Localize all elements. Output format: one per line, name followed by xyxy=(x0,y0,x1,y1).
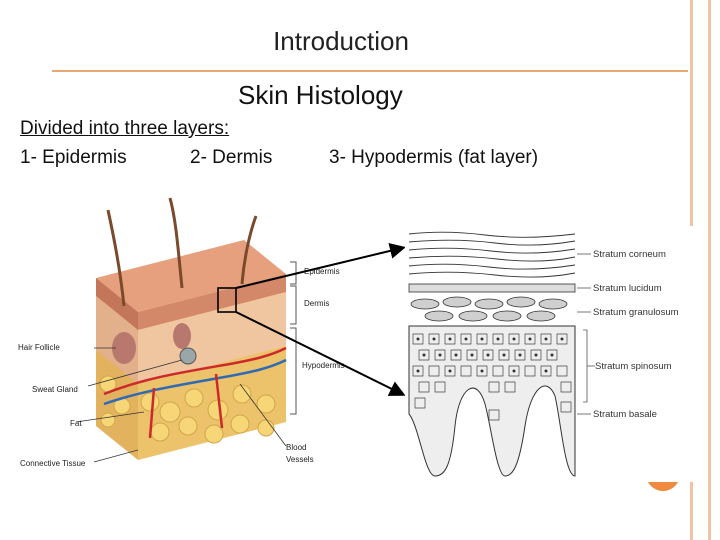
layer-hypodermis: 3- Hypodermis (fat layer) xyxy=(329,147,539,168)
label-vessels: Vessels xyxy=(286,455,314,464)
label-stratum-granulosum: Stratum granulosum xyxy=(593,307,679,318)
label-stratum-corneum: Stratum corneum xyxy=(593,249,666,260)
label-stratum-spinosum: Stratum spinosum xyxy=(595,361,672,372)
label-stratum-lucidum: Stratum lucidum xyxy=(593,283,662,294)
layer-dermis: 2- Dermis xyxy=(190,147,273,168)
label-sweat-gland: Sweat Gland xyxy=(32,385,78,394)
label-epidermis: Epidermis xyxy=(304,267,340,276)
epidermis-strata-diagram: Stratum corneum Stratum lucidum Stratum … xyxy=(405,226,693,482)
label-hair-follicle: Hair Follicle xyxy=(18,343,60,352)
label-blood: Blood xyxy=(286,443,306,452)
label-fat: Fat xyxy=(70,419,82,428)
label-connective-tissue: Connective Tissue xyxy=(20,459,86,468)
label-hypodermis: Hypodermis xyxy=(302,361,345,370)
slide-subtitle: Skin Histology xyxy=(238,80,403,110)
title-divider xyxy=(52,70,688,72)
decorative-border xyxy=(708,0,711,540)
layer-epidermis: 1- Epidermis xyxy=(20,147,127,168)
slide-title: Introduction xyxy=(273,26,409,56)
label-dermis: Dermis xyxy=(304,299,329,308)
skin-cross-section-diagram: Epidermis Dermis Hypodermis Hair Follicl… xyxy=(4,188,370,490)
layers-heading: Divided into three layers: xyxy=(20,118,230,139)
label-stratum-basale: Stratum basale xyxy=(593,409,657,420)
